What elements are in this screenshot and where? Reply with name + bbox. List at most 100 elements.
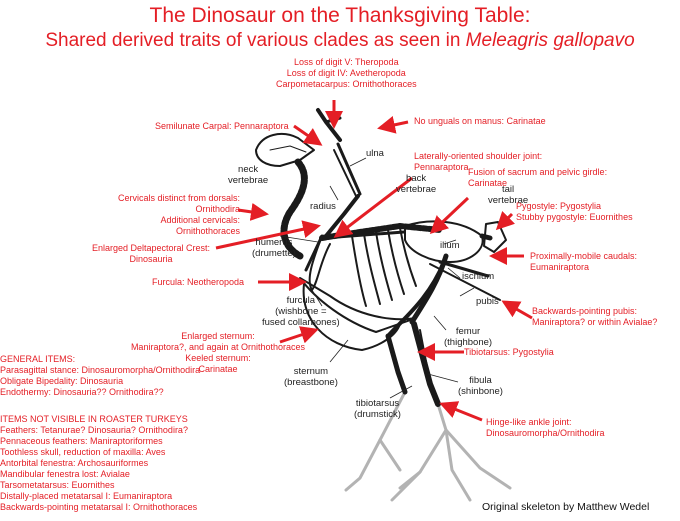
annotation-sternum-line-2: Maniraptora?, and again at Ornithothorac… (130, 342, 306, 352)
general-item: Obligate Bipedality: Dinosauria (0, 376, 124, 386)
label-furcula-line-2: (wishbone = (275, 306, 327, 317)
furcula (308, 235, 331, 291)
label-humerus: humerus (drumette) (252, 237, 296, 259)
label-back-vertebrae: back vertebrae (396, 173, 436, 195)
annotation-sternum-line-3: Keeled sternum: (185, 353, 251, 363)
annotation-ankle-line-2: Dinosauromorpha/Ornithodira (486, 428, 605, 438)
not-visible-item: Feathers: Tetanurae? Dinosauria? Ornitho… (0, 425, 188, 435)
label-tail-line-1: tail (501, 184, 515, 195)
label-furcula-line-1: furcula (286, 295, 316, 306)
annotation-carpometacarpus: Carpometacarpus: Ornithothoraces (276, 79, 417, 89)
radius-ulna (336, 142, 362, 196)
tail-vertebrae (479, 233, 493, 241)
annotation-semilunate: Semilunate Carpal: Pennaraptora (155, 121, 289, 131)
label-neck-vertebrae: neck vertebrae (228, 164, 268, 186)
annotation-digits: Loss of digit V: Theropoda Loss of digit… (276, 57, 417, 90)
label-furcula: furcula (wishbone = fused collarbones) (262, 295, 340, 328)
pointer-arrows (215, 100, 533, 422)
arrow-ankle (439, 401, 483, 422)
label-tibiotarsus-line-1: tibiotarsus (355, 398, 400, 409)
annotation-deltapectoral: Enlarged Deltapectoral Crest: Dinosauria (86, 243, 216, 265)
label-ulna: ulna (366, 148, 384, 159)
general-heading: GENERAL ITEMS: (0, 354, 76, 364)
general-item: Endothermy: Dinosauria?? Ornithodira?? (0, 387, 164, 397)
keel (302, 283, 401, 351)
skeleton (255, 108, 507, 407)
label-humerus-line-1: humerus (255, 237, 293, 248)
annotation-pygostyle-line-1: Pygostyle: Pygostylia (516, 201, 602, 211)
label-ilium: ilium (440, 240, 460, 251)
not-visible-item: Distally-placed metatarsal I: Eumanirapt… (0, 491, 173, 501)
label-tail-line-2: vertebrae (488, 195, 529, 206)
general-items: GENERAL ITEMS: Parasagittal stance: Dino… (0, 354, 200, 398)
arrow-sacrum (429, 196, 470, 235)
label-sternum-line-2: (breastbone) (284, 377, 338, 388)
general-item: Parasagittal stance: Dinosauromorpha/Orn… (0, 365, 201, 375)
title-line-2: Shared derived traits of various clades … (0, 30, 680, 52)
arrow-sternum (279, 326, 319, 344)
annotation-cervicals-line-1: Cervicals distinct from dorsals: (117, 193, 240, 203)
arrow-deltapectoral (215, 220, 321, 250)
ribs (351, 227, 417, 307)
arrow-semilunate (293, 124, 323, 146)
not-visible-item: Toothless skull, reduction of maxilla: A… (0, 447, 166, 457)
arrow-unguals (377, 116, 409, 134)
annotation-pubis: Backwards-pointing pubis: Maniraptora? o… (532, 306, 657, 328)
label-femur-line-1: femur (455, 326, 481, 337)
annotation-tibiotarsus: Tibiotarsus: Pygostylia (464, 347, 554, 357)
annotation-shoulder-line-1: Laterally-oriented shoulder joint: (414, 151, 543, 161)
label-tail-vertebrae: tail vertebrae (488, 184, 528, 206)
arrow-pubis (501, 300, 533, 320)
credit-text: Original skeleton by Matthew Wedel (482, 501, 650, 513)
annotation-deltapectoral-line-2: Dinosauria (129, 254, 173, 264)
label-femur: femur (thighbone) (444, 326, 492, 348)
label-furcula-line-3: fused collarbones) (262, 317, 340, 328)
annotation-cervicals: Cervicals distinct from dorsals: Ornitho… (100, 193, 240, 237)
annotation-unguals: No unguals on manus: Carinatae (414, 116, 546, 126)
annotation-ankle: Hinge-like ankle joint: Dinosauromorpha/… (486, 417, 605, 439)
annotation-cervicals-line-4: Ornithothoraces (175, 226, 240, 236)
annotation-sternum-line-4: Carinatae (198, 364, 238, 374)
not-visible-heading: ITEMS NOT VISIBLE IN ROASTER TURKEYS (0, 414, 188, 424)
leader-lines (279, 157, 475, 399)
label-pubis: pubis (476, 296, 499, 307)
label-tibiotarsus-line-2: (drumstick) (354, 409, 401, 420)
annotation-deltapectoral-line-1: Enlarged Deltapectoral Crest: (91, 243, 211, 253)
label-femur-line-2: (thighbone) (444, 337, 493, 348)
annotation-digit-iv: Loss of digit IV: Avetheropoda (286, 68, 406, 78)
annotation-caudals-line-1: Proximally-mobile caudals: (530, 251, 638, 261)
annotation-sacrum-line-1: Fusion of sacrum and pelvic girdle: (468, 167, 608, 177)
annotation-caudals: Proximally-mobile caudals: Eumaniraptora (530, 251, 637, 273)
annotation-digit-v: Loss of digit V: Theropoda (294, 57, 399, 67)
not-visible-item: Backwards-pointing metatarsal I: Ornitho… (0, 502, 198, 512)
label-sternum-line-1: sternum (293, 366, 329, 377)
label-neck-line-1: neck (238, 164, 259, 175)
label-radius: radius (310, 201, 336, 212)
annotation-pygostyle-line-2: Stubby pygostyle: Euornithes (516, 212, 633, 222)
not-visible-items: ITEMS NOT VISIBLE IN ROASTER TURKEYS Fea… (0, 414, 197, 513)
label-fibula: fibula (shinbone) (458, 375, 503, 397)
annotation-pubis-line-2: Maniraptora? or within Avialae? (532, 317, 658, 327)
annotation-furcula: Furcula: Neotheropoda (152, 277, 245, 287)
annotation-shoulder-line-2: Pennaraptora (414, 162, 469, 172)
annotation-sternum-line-1: Enlarged sternum: (181, 331, 255, 341)
skull (255, 133, 315, 167)
annotation-ankle-line-1: Hinge-like ankle joint: (486, 417, 572, 427)
arrow-cervicals (237, 202, 269, 221)
annotation-sternum: Enlarged sternum: Maniraptora?, and agai… (118, 331, 318, 375)
not-visible-item: Antorbital fenestra: Archosauriformes (0, 458, 149, 468)
annotation-pubis-line-1: Backwards-pointing pubis: (532, 306, 638, 316)
humerus (324, 194, 360, 238)
annotation-sacrum-line-2: Carinatae (468, 178, 508, 188)
label-fibula-line-1: fibula (469, 375, 492, 386)
title-prefix: Shared derived traits of various clades … (45, 30, 466, 51)
label-back-line-2: vertebrae (396, 184, 437, 195)
arrow-pygostyle (495, 211, 515, 231)
annotation-sacrum: Fusion of sacrum and pelvic girdle: Cari… (468, 167, 607, 189)
neck-vertebrae (280, 158, 308, 260)
label-fibula-line-2: (shinbone) (458, 386, 503, 397)
title-line-1: The Dinosaur on the Thanksgiving Table: (149, 4, 531, 27)
ischium (438, 260, 490, 278)
not-visible-item: Pennaceous feathers: Maniraptoriformes (0, 436, 163, 446)
